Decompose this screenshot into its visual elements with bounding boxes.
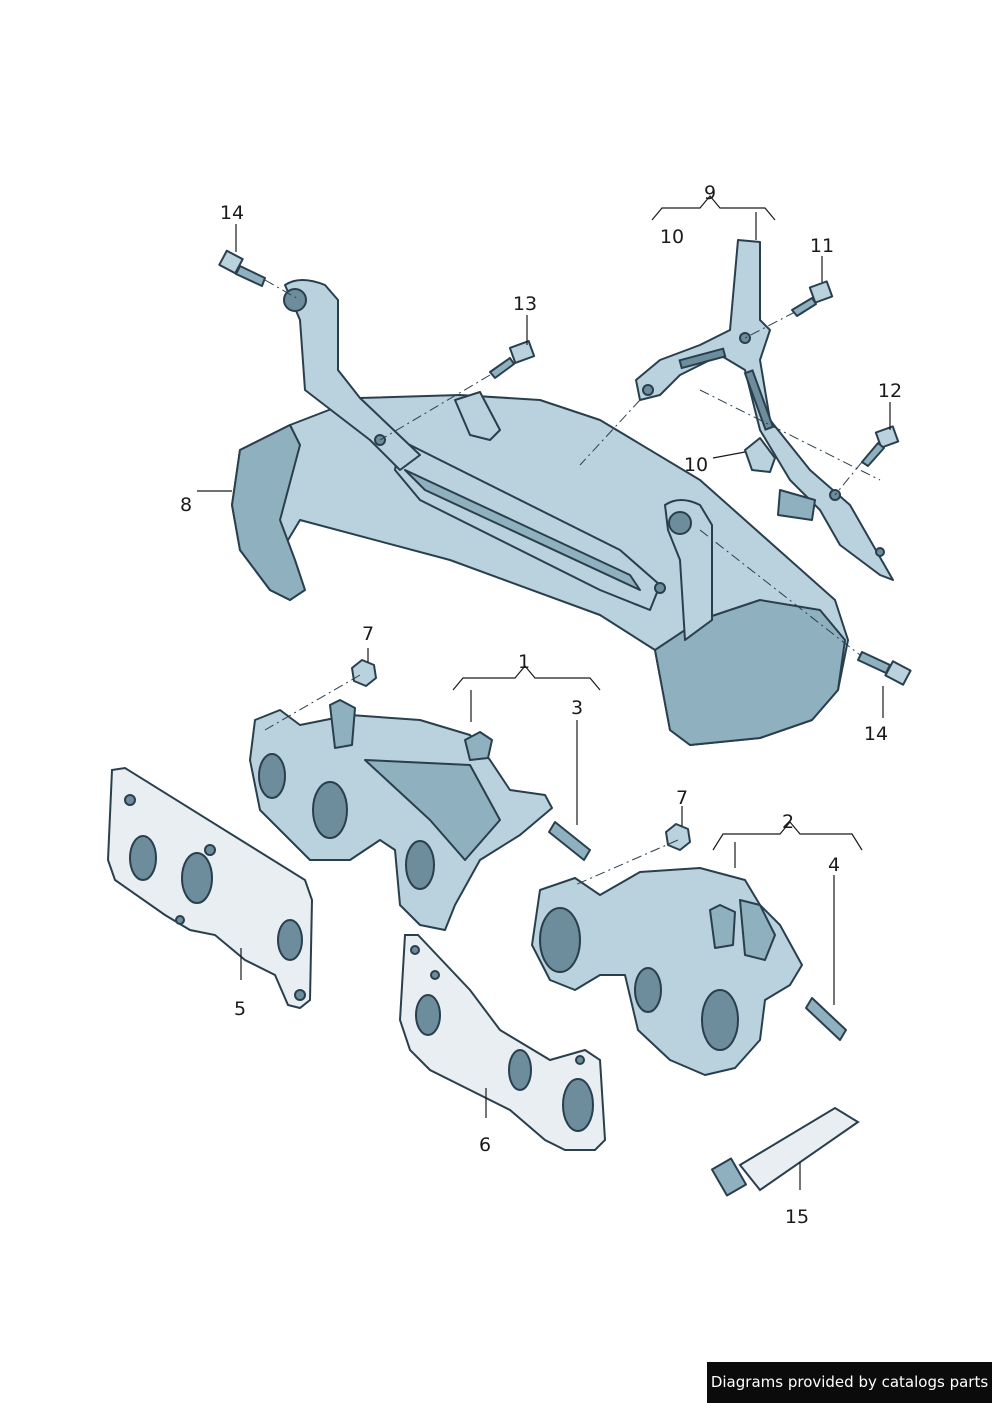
support-bracket <box>635 239 894 581</box>
callout-1: 1 <box>518 651 530 673</box>
callout-15: 15 <box>785 1206 809 1228</box>
bolt-12 <box>861 425 900 467</box>
callout-2: 2 <box>782 811 794 833</box>
sealant-tube <box>710 1106 860 1197</box>
bolt-13 <box>489 340 536 379</box>
callout-10-top: 10 <box>660 226 684 248</box>
retaining-clip <box>744 437 816 521</box>
callout-14-bottom: 14 <box>864 723 888 745</box>
bolt-11 <box>791 280 834 317</box>
callout-12: 12 <box>878 380 902 402</box>
nut-7-right <box>665 823 691 851</box>
callout-9: 9 <box>704 182 716 204</box>
callout-14-top: 14 <box>220 202 244 224</box>
attribution-footer: Diagrams provided by catalogs parts <box>707 1362 992 1403</box>
callout-5: 5 <box>234 998 246 1020</box>
callout-11: 11 <box>810 235 834 257</box>
nut-7-left <box>351 659 377 687</box>
callout-8: 8 <box>180 494 192 516</box>
shield-bracket-right <box>654 499 713 641</box>
callout-6: 6 <box>479 1134 491 1156</box>
leader-lines <box>197 195 891 1190</box>
bolt-14-bottom <box>857 651 912 686</box>
callout-7-right: 7 <box>676 787 688 809</box>
gasket-5 <box>106 766 314 1010</box>
callout-3: 3 <box>571 697 583 719</box>
callout-labels: 14 13 9 10 11 12 10 8 7 1 3 14 7 2 4 5 6… <box>180 182 902 1228</box>
callout-10-mid: 10 <box>684 454 708 476</box>
exhaust-manifold-1 <box>249 699 553 931</box>
callout-13: 13 <box>513 293 537 315</box>
heat-shield <box>231 391 849 746</box>
stud-4 <box>805 997 847 1041</box>
callout-7-left: 7 <box>362 623 374 645</box>
stud-3 <box>548 821 591 861</box>
bolt-14-top <box>218 249 266 287</box>
gasket-6 <box>398 934 607 1151</box>
callout-4: 4 <box>828 854 840 876</box>
assembly-lines <box>264 279 881 886</box>
exhaust-manifold-2 <box>531 867 803 1076</box>
